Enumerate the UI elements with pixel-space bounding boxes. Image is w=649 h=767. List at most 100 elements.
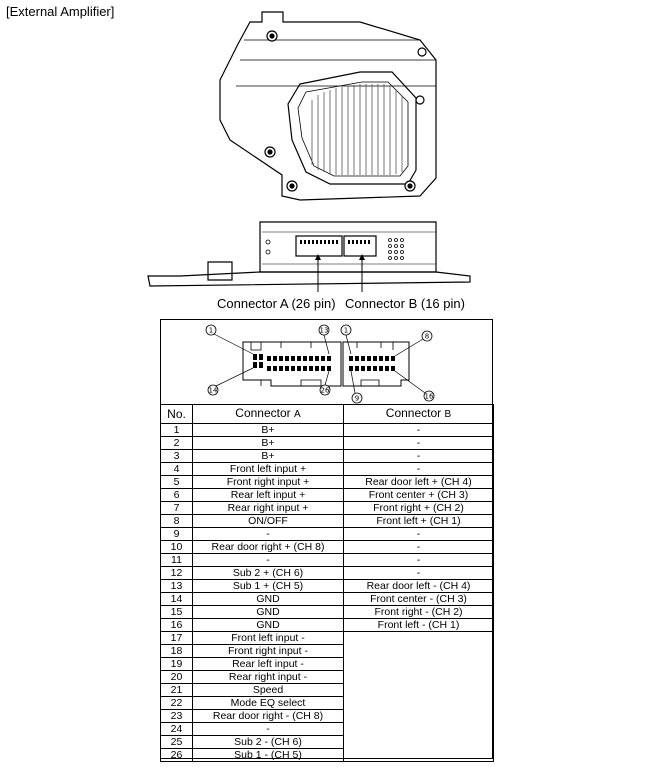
pin-number: 8 [160,514,193,528]
connector-a-function: B+ [192,423,344,437]
connector-a-function: ON/OFF [192,514,344,528]
pin-number: 9 [160,527,193,541]
connector-a-function: Rear right input + [192,501,344,515]
amplifier-drawing [147,11,471,292]
pin-number: 12 [160,566,193,580]
col-header-no: No. [160,404,193,424]
pinout-panel: 1 13 1 8 14 26 9 16 No. Connector A Conn… [160,319,494,762]
table-row: 24- [160,722,494,736]
heatsink-panel [287,71,417,185]
connector-a-function: Sub 1 - (CH 5) [192,748,344,762]
connector-a-function: Speed [192,683,344,697]
connector-a-function: Rear door right + (CH 8) [192,540,344,554]
pin-number: 15 [160,605,193,619]
callout-a-pin14: 14 [209,387,218,395]
connector-b-function: Front left + (CH 1) [343,514,494,528]
connector-a-function: Front left input + [192,462,344,476]
pin-number: 26 [160,748,193,762]
pin-number: 5 [160,475,193,489]
connector-a-function: Front right input + [192,475,344,489]
connector-a-function: GND [192,592,344,606]
connector-a-function: Sub 1 + (CH 5) [192,579,344,593]
connector-b-function: - [343,423,494,437]
table-row: 9-- [160,527,494,541]
connector-b-function: - [343,540,494,554]
pin-number: 14 [160,592,193,606]
pin-number: 4 [160,462,193,476]
callout-b-pin9: 9 [355,395,359,403]
pin-number: 22 [160,696,193,710]
connector-b-function [343,670,494,684]
pin-number: 24 [160,722,193,736]
callout-a-pin13: 13 [320,327,329,335]
connector-a-function: Sub 2 - (CH 6) [192,735,344,749]
pin-number: 7 [160,501,193,515]
table-header-row: No. Connector A Connector B [160,404,494,424]
connector-b-function: Rear door left + (CH 4) [343,475,494,489]
connector-b-function [343,748,494,762]
connector-a-function: Rear door right - (CH 8) [192,709,344,723]
pin-number: 19 [160,657,193,671]
connector-b-function: Front left - (CH 1) [343,618,494,632]
connector-b-function: Front right - (CH 2) [343,605,494,619]
pin-number: 20 [160,670,193,684]
amplifier-top-outline [219,11,437,201]
connector-b-function: - [343,436,494,450]
connector-b-function: Rear door left - (CH 4) [343,579,494,593]
pin-number: 21 [160,683,193,697]
connector-b-function [343,696,494,710]
pin-number: 16 [160,618,193,632]
callout-b-pin8: 8 [425,333,429,341]
connector-b-function: Front right + (CH 2) [343,501,494,515]
connector-labels: Connector A (26 pin) Connector B (16 pin… [0,296,649,316]
connector-b-function [343,631,494,645]
connector-a-label: Connector A (26 pin) [217,296,336,311]
connector-a-function: Mode EQ select [192,696,344,710]
callout-a-pin1: 1 [209,327,213,335]
connector-a-function: - [192,527,344,541]
table-row: 11-- [160,553,494,567]
connector-b-function [343,644,494,658]
amplifier-side-body [259,221,437,273]
connector-a-function: - [192,722,344,736]
connector-face-diagram: 1 13 1 8 14 26 9 16 [205,324,435,404]
callout-a-pin26: 26 [321,387,330,395]
connector-b-function: - [343,566,494,580]
callout-b-pin1: 1 [344,327,348,335]
connector-a-function: - [192,553,344,567]
pin-number: 23 [160,709,193,723]
connector-a-function: B+ [192,449,344,463]
connector-a-function: GND [192,605,344,619]
pin-number: 25 [160,735,193,749]
connector-b-drawing [343,235,377,257]
connector-a-drawing [295,235,343,257]
connector-b-function [343,683,494,697]
pin-number: 6 [160,488,193,502]
col-header-connector-b: Connector B [343,404,494,424]
pin-number: 11 [160,553,193,567]
connector-a-function: Rear left input - [192,657,344,671]
connector-a-function: Rear left input + [192,488,344,502]
connector-a-function: Front left input - [192,631,344,645]
pin-number: 13 [160,579,193,593]
